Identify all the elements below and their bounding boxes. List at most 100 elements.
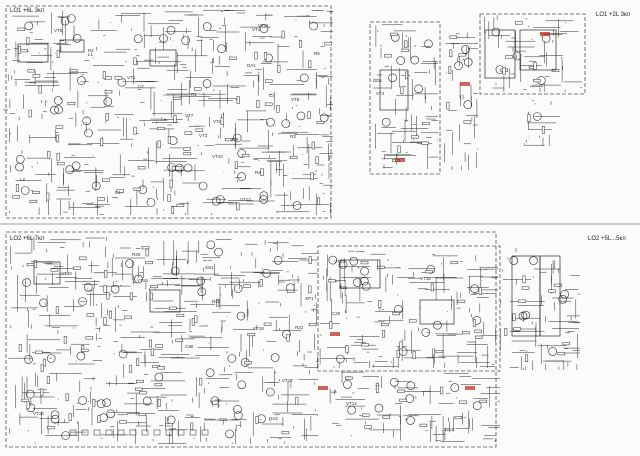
- component-label: VT5: [54, 28, 63, 33]
- resistor-symbol: [129, 365, 133, 373]
- transistor-symbol: [72, 33, 82, 43]
- transistor-symbol: [211, 196, 221, 206]
- resistor-symbol: [381, 323, 389, 327]
- resistor-symbol: [106, 291, 110, 300]
- transistor-symbol: [470, 284, 479, 294]
- resistor-symbol: [103, 317, 107, 325]
- block-frame-top-left: [5, 5, 332, 219]
- transistor-symbol: [450, 383, 460, 392]
- transistor-symbol: [50, 414, 60, 424]
- resistor-symbol: [65, 393, 69, 402]
- component-label: VT1: [252, 27, 261, 32]
- resistor-symbol: [397, 145, 401, 154]
- resistor-symbol: [412, 351, 416, 359]
- transistor-symbol: [388, 73, 397, 83]
- resistor-symbol: [399, 398, 407, 402]
- resistor-symbol: [69, 69, 78, 73]
- resistor-symbol: [376, 385, 380, 394]
- resistor-symbol: [50, 268, 59, 272]
- resistor-symbol: [165, 423, 173, 427]
- resistor-symbol: [40, 388, 44, 397]
- resistor-symbol: [562, 342, 570, 346]
- resistor-symbol: [199, 377, 203, 386]
- transistor-symbol: [349, 256, 359, 266]
- resistor-symbol: [171, 206, 175, 214]
- transistor-symbol: [281, 119, 291, 128]
- highlight-mark: [465, 386, 475, 390]
- resistor-symbol: [133, 57, 137, 66]
- component-label: C22: [185, 344, 194, 349]
- resistor-symbol: [135, 387, 143, 391]
- resistor-symbol: [138, 413, 147, 417]
- resistor-symbol: [504, 328, 508, 336]
- resistor-symbol: [108, 310, 112, 319]
- resistor-symbol: [78, 256, 87, 260]
- resistor-symbol: [173, 115, 177, 123]
- transistor-symbol: [77, 76, 86, 85]
- transistor-symbol: [558, 294, 568, 304]
- resistor-symbol: [40, 364, 44, 372]
- transistor-symbol: [20, 186, 30, 195]
- resistor-symbol: [411, 135, 419, 139]
- transistor-symbol: [99, 413, 108, 423]
- transistor-symbol: [159, 34, 168, 43]
- transistor-symbol: [463, 57, 473, 67]
- component-label: VT9: [230, 137, 239, 142]
- resistor-symbol: [281, 30, 285, 39]
- resistor-symbol: [56, 162, 65, 166]
- connector-pin: [117, 429, 125, 436]
- transistor-symbol: [50, 105, 59, 115]
- resistor-symbol: [157, 399, 161, 407]
- transistor-symbol: [299, 73, 309, 83]
- resistor-symbol: [114, 76, 123, 80]
- resistor-symbol: [183, 152, 192, 156]
- component-label: R5: [314, 51, 320, 56]
- resistor-symbol: [458, 53, 467, 57]
- resistor-symbol: [136, 379, 144, 383]
- transistor-symbol: [319, 113, 329, 123]
- resistor-symbol: [345, 345, 349, 353]
- component-label: DA1: [247, 63, 256, 68]
- transistor-symbol: [406, 381, 416, 391]
- resistor-symbol: [462, 331, 470, 335]
- connector-pin: [81, 429, 89, 436]
- resistor-symbol: [169, 306, 177, 310]
- transistor-symbol: [210, 396, 220, 406]
- transistor-symbol: [96, 399, 106, 409]
- transistor-symbol: [92, 181, 101, 191]
- resistor-symbol: [167, 194, 171, 202]
- component-label: VT12: [240, 197, 251, 202]
- transistor-symbol: [359, 276, 369, 286]
- transistor-symbol: [273, 255, 283, 265]
- highlight-mark: [395, 158, 405, 162]
- resistor-symbol: [244, 361, 252, 365]
- block-label-2: LO1 +2L 3кл: [596, 12, 631, 18]
- component-label: R22: [295, 325, 304, 330]
- resistor-symbol: [63, 335, 67, 344]
- connector-pin: [177, 429, 185, 436]
- transistor-symbol: [78, 297, 87, 306]
- resistor-symbol: [92, 399, 96, 407]
- transistor-symbol: [154, 372, 164, 382]
- resistor-symbol: [157, 366, 165, 370]
- transistor-symbol: [205, 368, 215, 378]
- resistor-symbol: [310, 172, 314, 181]
- resistor-symbol: [20, 49, 28, 53]
- resistor-symbol: [317, 197, 321, 206]
- resistor-symbol: [308, 256, 312, 264]
- resistor-symbol: [129, 292, 133, 301]
- transistor-symbol: [102, 398, 111, 408]
- component-label: VT4: [376, 91, 385, 96]
- transistor-symbol: [421, 328, 431, 337]
- transistor-symbol: [170, 266, 180, 276]
- transistor-symbol: [381, 117, 391, 127]
- resistor-symbol: [505, 55, 513, 59]
- transistor-symbol: [175, 163, 184, 173]
- transistor-symbol: [110, 284, 120, 294]
- resistor-symbol: [360, 261, 369, 265]
- resistor-symbol: [454, 416, 463, 420]
- resistor-symbol: [55, 125, 64, 129]
- transistor-symbol: [433, 320, 442, 330]
- resistor-symbol: [139, 391, 147, 395]
- resistor-symbol: [32, 74, 41, 78]
